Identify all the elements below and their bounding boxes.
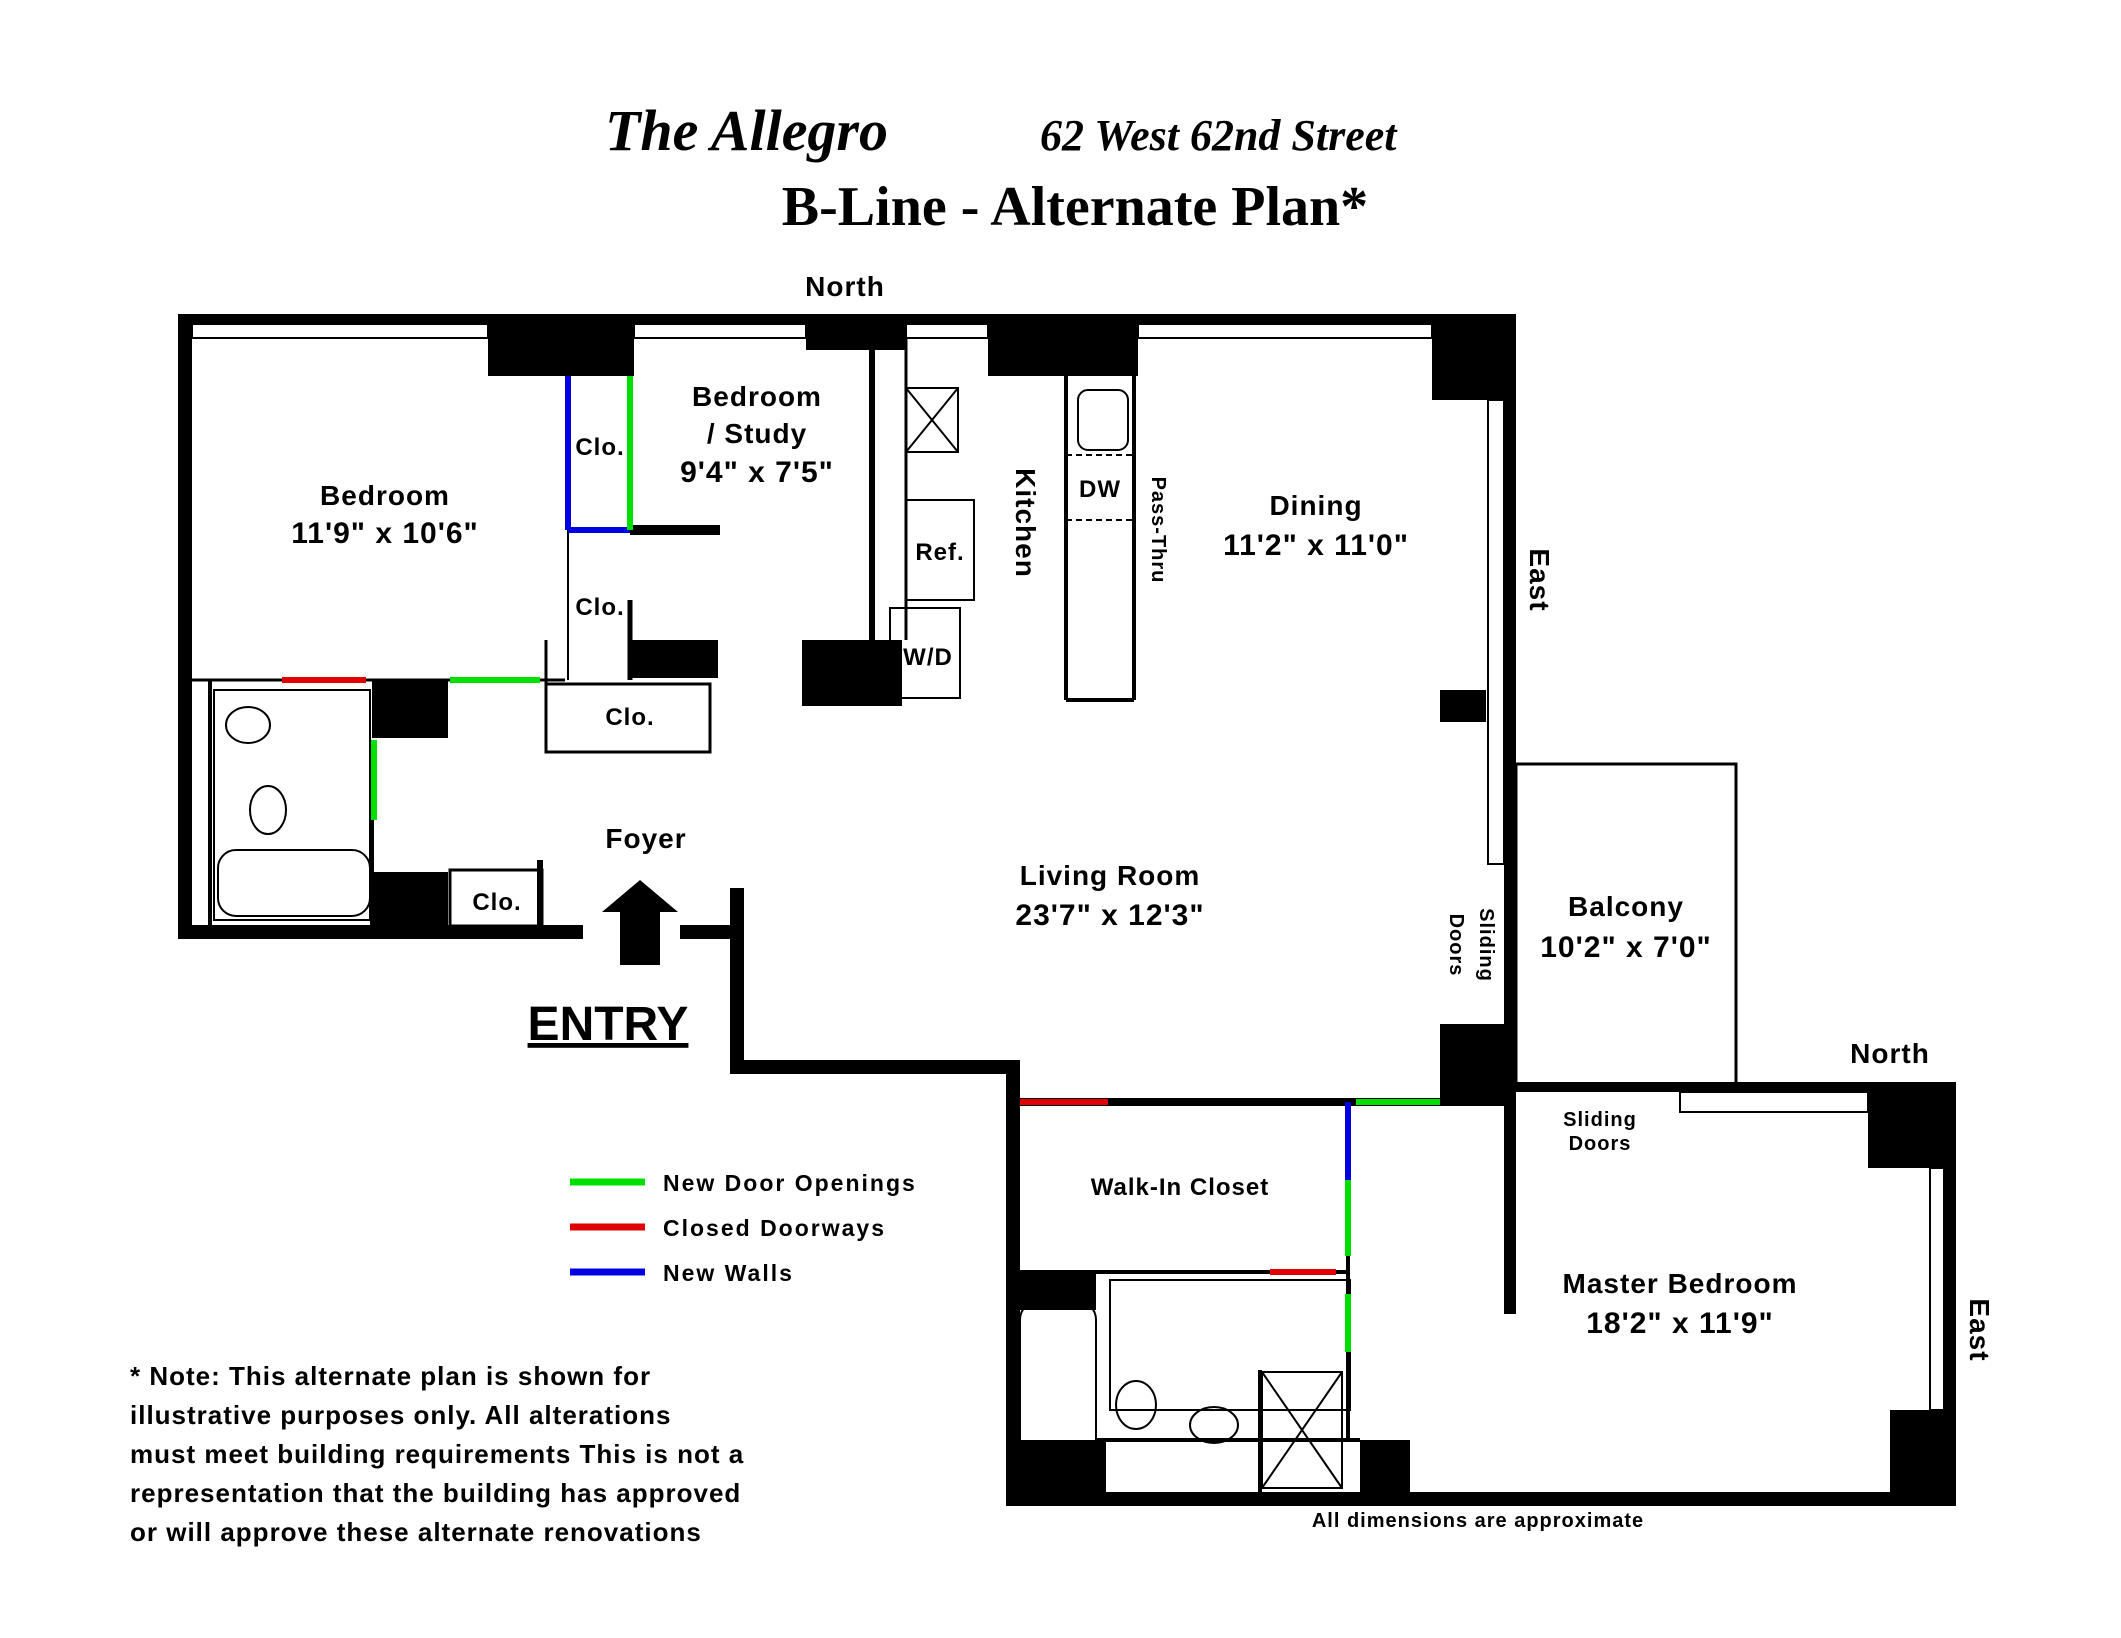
compass-north-top: North <box>805 271 885 302</box>
sliding-label-master-1: Sliding <box>1563 1109 1637 1131</box>
closet-label-3: Clo. <box>605 704 654 731</box>
living-room-size: 23'7" x 12'3" <box>1015 899 1204 932</box>
renovation-lines <box>282 376 1440 1352</box>
master-bedroom-size: 18'2" x 11'9" <box>1586 1307 1774 1340</box>
sliding-label-living-2: Doors <box>1445 914 1467 977</box>
plan-title: B-Line - Alternate Plan* <box>782 176 1368 238</box>
refrigerator-label: Ref. <box>915 539 964 566</box>
bath-upper <box>213 689 371 921</box>
walk-in-closet-name: Walk-In Closet <box>1091 1174 1269 1201</box>
foyer-name: Foyer <box>605 823 686 854</box>
closet-label-4: Clo. <box>472 889 521 916</box>
bedroom-name: Bedroom <box>320 480 450 511</box>
compass-north-lower: North <box>1850 1038 1930 1069</box>
closet-label-1: Clo. <box>575 434 624 461</box>
living-room-name: Living Room <box>1020 860 1201 891</box>
bedroom-size: 11'9" x 10'6" <box>291 517 479 550</box>
legend-label-new-walls: New Walls <box>663 1260 794 1286</box>
compass-east-upper: East <box>1524 548 1555 611</box>
sliding-label-master-2: Doors <box>1569 1133 1632 1155</box>
dishwasher-label: DW <box>1079 476 1121 503</box>
disclaimer-note: * Note: This alternate plan is shown for… <box>130 1361 744 1547</box>
master-bedroom-name: Master Bedroom <box>1563 1268 1798 1299</box>
note-line-2: illustrative purposes only. All alterati… <box>130 1400 671 1430</box>
bedroom-study-size: 9'4" x 7'5" <box>680 456 834 489</box>
building-address: 62 West 62nd Street <box>1040 111 1398 160</box>
note-line-5: or will approve these alternate renovati… <box>130 1517 702 1547</box>
kitchen-fixtures <box>889 387 1134 699</box>
legend-label-new-door: New Door Openings <box>663 1170 917 1196</box>
entry-arrow-icon <box>602 880 678 965</box>
pass-thru-label: Pass-Thru <box>1147 477 1169 584</box>
kitchen-name: Kitchen <box>1010 468 1041 578</box>
columns <box>372 314 1956 1506</box>
washer-dryer-label: W/D <box>903 644 953 671</box>
entry-label: ENTRY <box>528 998 689 1051</box>
compass-east-lower: East <box>1964 1298 1995 1361</box>
dining-size: 11'2" x 11'0" <box>1223 529 1409 562</box>
balcony-size: 10'2" x 7'0" <box>1540 931 1712 964</box>
balcony-name: Balcony <box>1568 891 1684 922</box>
dining-name: Dining <box>1269 490 1362 521</box>
windows <box>191 323 1945 1411</box>
bedroom-study-name-2: / Study <box>707 418 807 449</box>
note-line-3: must meet building requirements This is … <box>130 1439 744 1469</box>
footer-dimensions-note: All dimensions are approximate <box>1312 1510 1644 1532</box>
legend: New Door Openings Closed Doorways New Wa… <box>570 1170 917 1286</box>
sliding-label-living-1: Sliding <box>1475 908 1497 982</box>
bedroom-study-name-1: Bedroom <box>692 381 822 412</box>
building-name: The Allegro <box>605 98 888 163</box>
note-line-4: representation that the building has app… <box>130 1478 741 1508</box>
note-line-1: * Note: This alternate plan is shown for <box>130 1361 651 1391</box>
legend-label-closed: Closed Doorways <box>663 1215 886 1241</box>
closet-label-2: Clo. <box>575 594 624 621</box>
